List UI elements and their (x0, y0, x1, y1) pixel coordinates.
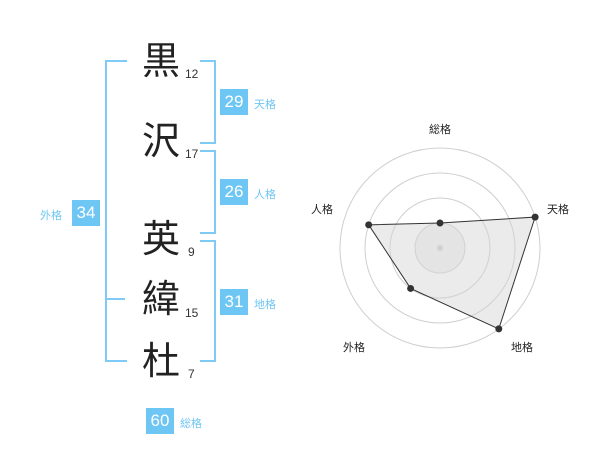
stroke-count-1: 12 (185, 67, 199, 81)
radar-ring-3 (364, 172, 516, 324)
jinkaku-bracket (200, 150, 216, 234)
stroke-count-2: 17 (185, 147, 199, 161)
radar-point-4 (407, 284, 415, 292)
radar-point-1 (436, 219, 444, 227)
soukaku-label: 総格 (180, 417, 202, 430)
tenkaku-value: 29 (220, 89, 248, 115)
radar-area (367, 216, 536, 330)
soukaku-value: 60 (146, 408, 174, 434)
name-char-4: 緯 (142, 277, 181, 321)
radar-point-2 (531, 213, 539, 221)
radar-axis-label-1: 総格 (429, 122, 451, 136)
radar-ring-4 (339, 147, 541, 349)
radar-axis-label-5: 人格 (311, 202, 333, 216)
tenkaku-bracket (200, 60, 216, 144)
gaikaku-bracket-mid (105, 298, 125, 300)
jinkaku-label: 人格 (254, 188, 276, 201)
name-char-5: 杜 (142, 339, 181, 383)
jinkaku-value: 26 (220, 179, 248, 205)
gaikaku-bracket (105, 60, 127, 362)
chikaku-label: 地格 (254, 298, 276, 311)
stroke-count-3: 9 (188, 245, 195, 259)
radar-center (437, 245, 443, 251)
chikaku-bracket (200, 240, 216, 362)
radar-axis-label-4: 外格 (343, 340, 365, 354)
gaikaku-value: 34 (72, 200, 100, 226)
radar-point-3 (495, 325, 503, 333)
name-char-1: 黒 (142, 39, 181, 83)
tenkaku-label: 天格 (254, 98, 276, 111)
stroke-count-5: 7 (188, 367, 195, 381)
gaikaku-label: 外格 (40, 209, 62, 222)
stroke-count-4: 15 (185, 306, 199, 320)
radar-axis-label-2: 天格 (547, 202, 569, 216)
name-char-3: 英 (142, 217, 181, 261)
name-char-2: 沢 (142, 119, 181, 163)
radar-ring-2 (389, 197, 491, 299)
chikaku-value: 31 (220, 289, 248, 315)
radar-point-5 (365, 221, 373, 229)
radar-axis-label-3: 地格 (511, 340, 533, 354)
